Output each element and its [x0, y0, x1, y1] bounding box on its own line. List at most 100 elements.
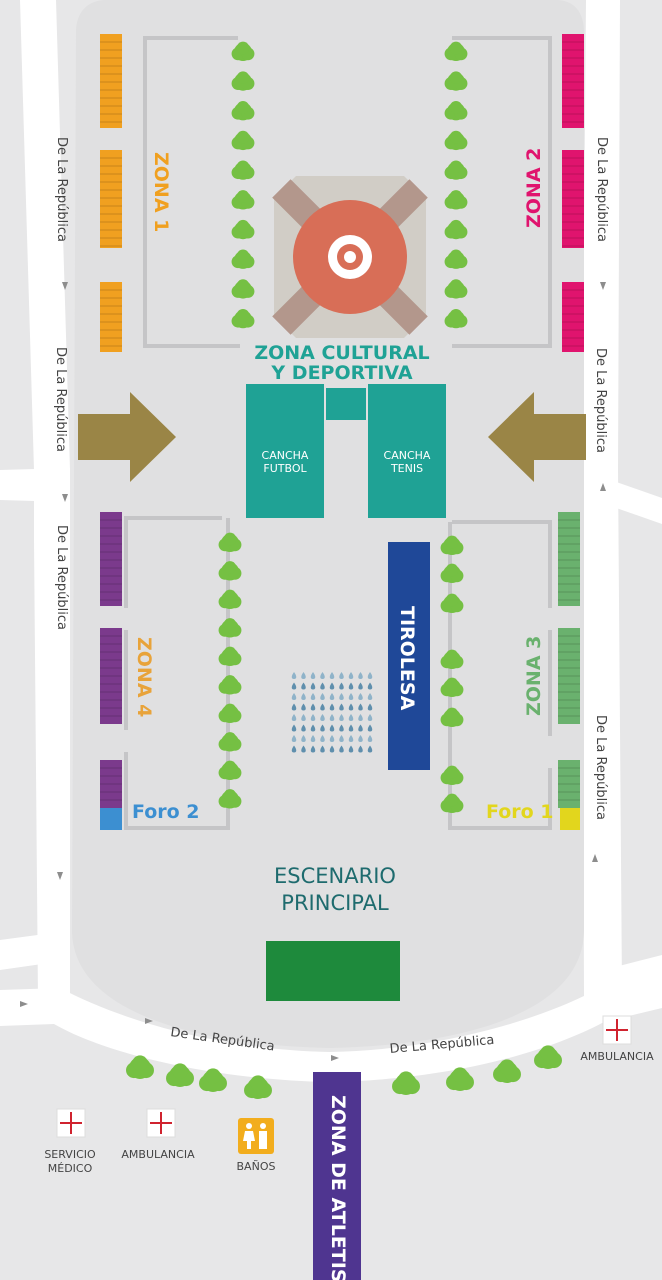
tree-icon	[218, 532, 242, 552]
stall-block	[562, 34, 584, 128]
tree-icon	[440, 765, 464, 785]
cancha-tenis-label-1: CANCHA	[384, 449, 431, 462]
escenario-label-line1: ESCENARIO	[274, 864, 396, 888]
tree-icon	[392, 1071, 420, 1095]
road-label-left-top: De La República	[54, 137, 69, 242]
target-icon	[328, 235, 372, 279]
tree-icon	[126, 1055, 154, 1079]
foro1-marker	[560, 808, 580, 830]
tree-icon	[218, 618, 242, 638]
tree-icon	[231, 308, 255, 329]
stall-block	[558, 760, 580, 808]
plaza	[272, 176, 428, 338]
stall-block	[562, 150, 584, 248]
tree-icon	[231, 71, 255, 91]
tirolesa-area	[388, 542, 430, 770]
tree-icon	[444, 279, 468, 299]
legend-ambulancia-left: AMBULANCIA	[121, 1148, 195, 1161]
entrance-arrow-icon	[78, 392, 176, 482]
stall-block	[558, 628, 580, 724]
tree-icon	[534, 1045, 562, 1069]
tree-icon	[231, 219, 255, 240]
stall-block	[558, 512, 580, 606]
tree-icon	[444, 101, 468, 121]
tree-icon	[218, 703, 242, 723]
tree-icon	[440, 677, 464, 697]
road-label-right-mid: De La República	[593, 348, 608, 453]
tree-icon	[440, 649, 464, 669]
courts: CANCHA FUTBOL CANCHA TENIS	[246, 384, 446, 518]
tree-icon	[231, 130, 255, 151]
zona2-label: ZONA 2	[523, 148, 545, 228]
cancha-futbol	[246, 384, 324, 518]
tree-icon	[444, 308, 468, 329]
tree-icon	[444, 71, 468, 91]
tree-icon	[218, 589, 242, 609]
escenario-stage	[266, 941, 400, 1001]
tree-icon	[218, 646, 242, 666]
roads	[0, 0, 662, 1082]
stall-block	[100, 282, 122, 352]
tree-icon	[218, 789, 242, 809]
tree-icon	[444, 219, 468, 240]
cultural-title-line1: ZONA CULTURAL	[254, 342, 429, 364]
road-label-left-low: De La República	[54, 525, 69, 630]
tree-icon	[199, 1068, 227, 1092]
foro2-marker	[100, 808, 122, 830]
road-label-left-mid: De La República	[53, 347, 68, 452]
tree-icon	[231, 41, 255, 61]
stall-block	[100, 34, 122, 128]
stall-block	[100, 150, 122, 248]
tree-icon	[440, 563, 464, 583]
legend-ambulancia-right: AMBULANCIA	[580, 1050, 654, 1063]
road-label-right-low: De La República	[593, 715, 608, 820]
tree-icon	[231, 190, 255, 210]
zone-outlines	[124, 36, 552, 830]
medical-cross-icon	[146, 1108, 176, 1138]
tree-icon	[231, 101, 255, 121]
trees	[126, 41, 562, 1099]
small-arrow-icon	[20, 282, 606, 1061]
zona3-label: ZONA 3	[523, 636, 545, 716]
legend-servicio-line2: MÉDICO	[48, 1162, 93, 1175]
tirolesa-label: TIROLESA	[396, 606, 418, 711]
cancha-tenis	[368, 384, 446, 518]
tree-icon	[244, 1075, 272, 1099]
tree-icon	[231, 160, 255, 180]
court-connector	[326, 388, 366, 420]
legend: SERVICIO MÉDICO AMBULANCIA BAÑOS AMBULAN…	[44, 1015, 654, 1175]
escenario-label-line2: PRINCIPAL	[281, 891, 389, 915]
atletismo-label: ZONA DE ATLETISMO	[327, 1095, 349, 1280]
cancha-futbol-label-1: CANCHA	[262, 449, 309, 462]
zona4-label: ZONA 4	[133, 637, 155, 717]
tree-icon	[446, 1067, 474, 1091]
road-label-right-top: De La República	[594, 137, 609, 242]
tree-icon	[444, 190, 468, 210]
tree-icon	[218, 732, 242, 752]
cancha-futbol-label-2: FUTBOL	[263, 462, 307, 475]
tree-icon	[440, 707, 464, 727]
tree-icon	[493, 1059, 521, 1083]
tree-icon	[444, 41, 468, 61]
tree-icon	[444, 130, 468, 151]
medical-cross-icon	[56, 1108, 86, 1138]
foro2-label: Foro 2	[132, 801, 200, 823]
zona1-label: ZONA 1	[150, 152, 172, 232]
tree-icon	[440, 793, 464, 813]
tree-icon	[444, 249, 468, 269]
stall-block	[100, 760, 122, 808]
cultural-title-line2: Y DEPORTIVA	[270, 362, 412, 384]
legend-banos: BAÑOS	[237, 1160, 276, 1173]
tree-icon	[231, 249, 255, 269]
stall-block	[100, 628, 122, 724]
stalls	[100, 34, 584, 808]
tree-icon	[440, 593, 464, 613]
restroom-icon	[238, 1118, 274, 1154]
tree-icon	[440, 535, 464, 555]
stall-block	[100, 512, 122, 606]
tree-icon	[218, 760, 242, 780]
tree-icon	[166, 1063, 194, 1087]
zona-atletismo	[313, 1072, 361, 1280]
